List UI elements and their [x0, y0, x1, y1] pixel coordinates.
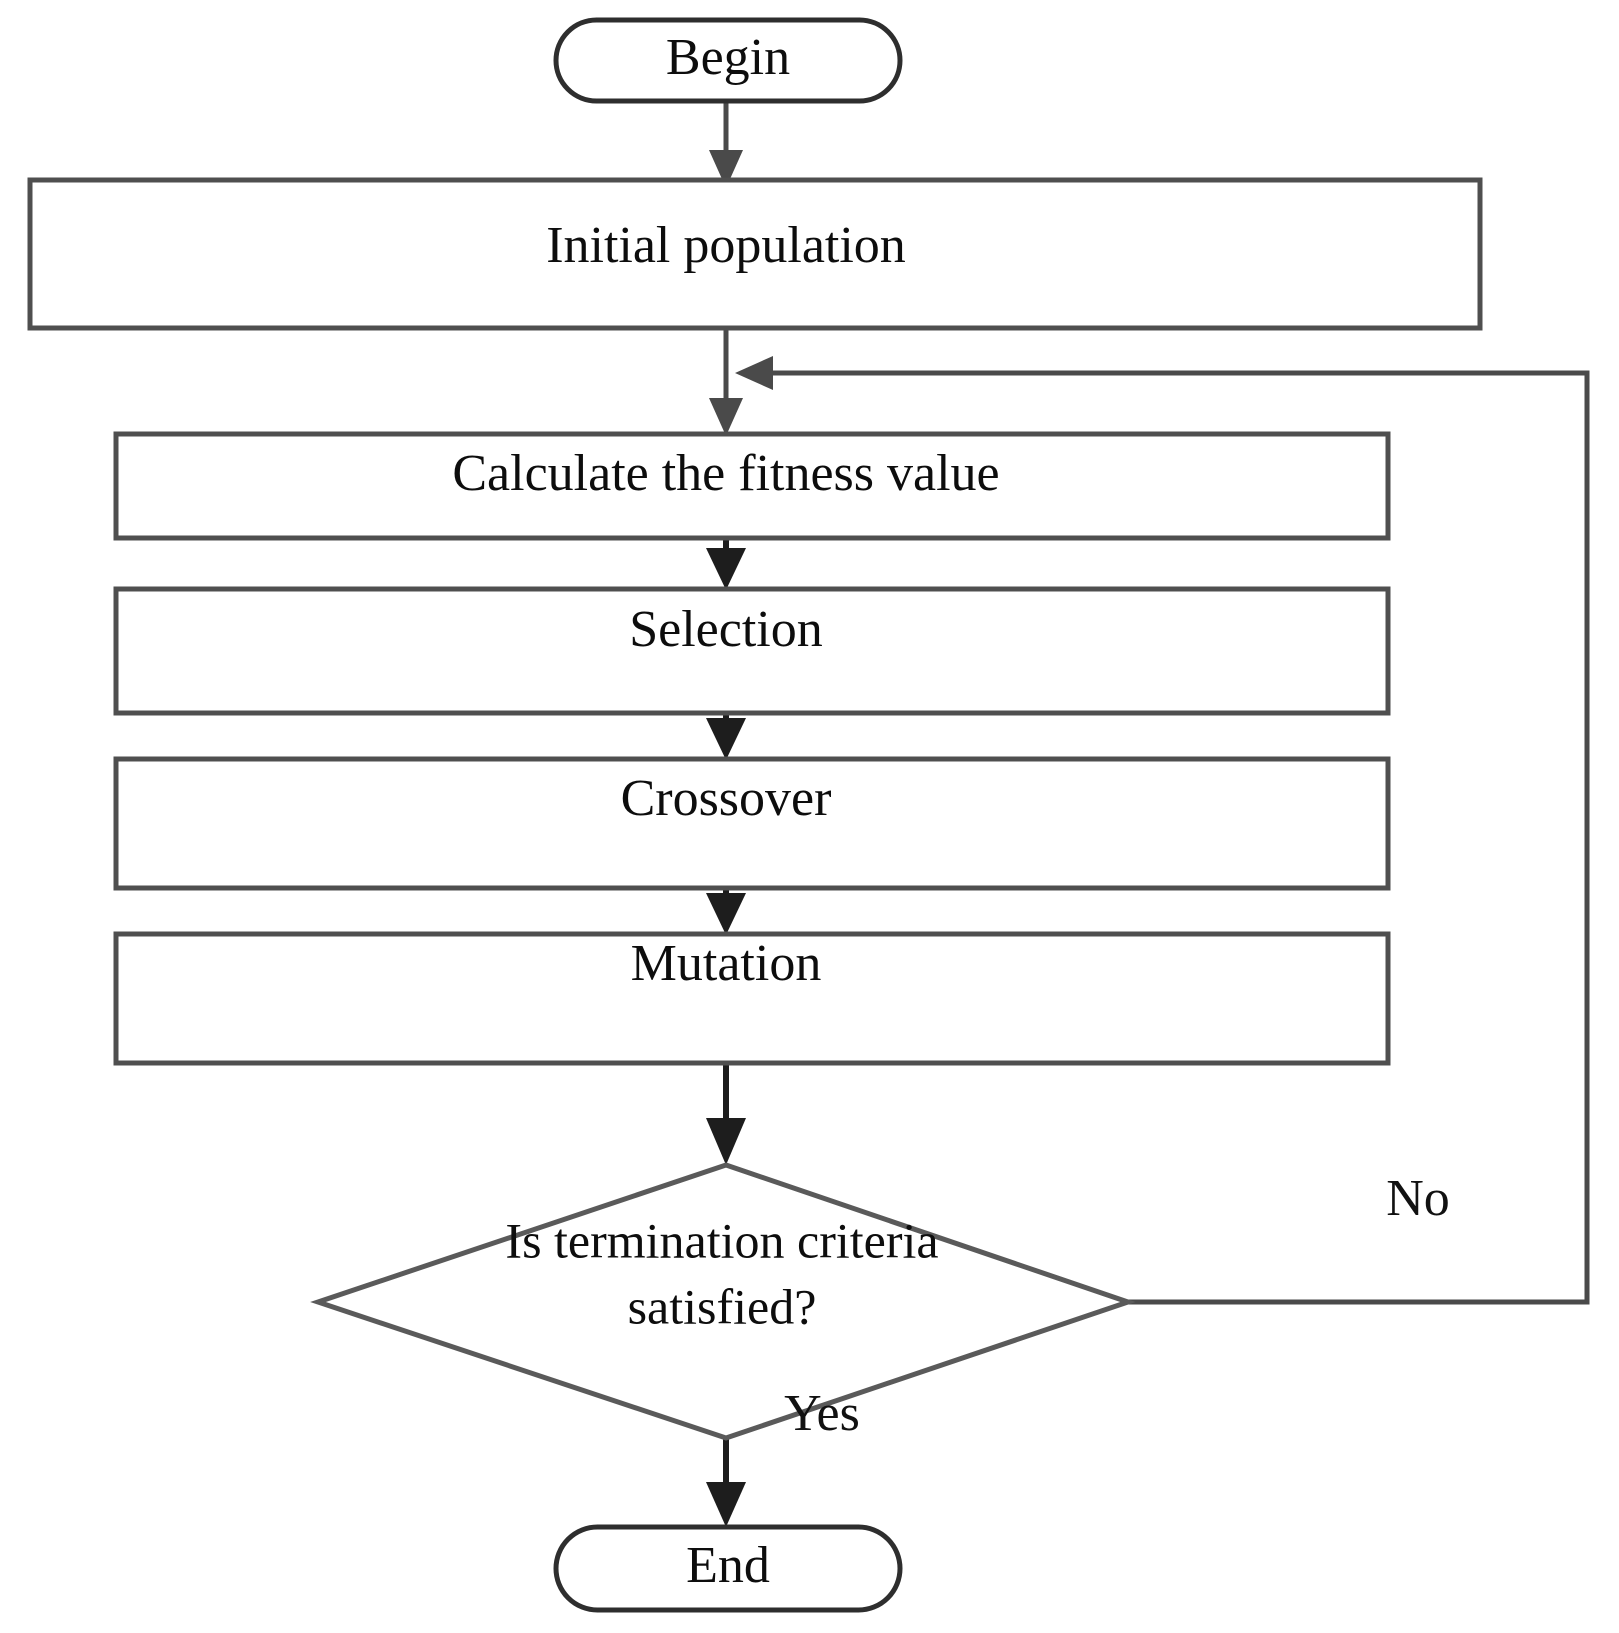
node-end[interactable]: End	[553, 1524, 903, 1613]
node-selection[interactable]: Selection	[113, 586, 1391, 716]
node-begin[interactable]: Begin	[553, 17, 903, 104]
node-mutation[interactable]: Mutation	[113, 931, 1391, 1066]
edge-label-no: No	[1386, 1170, 1450, 1227]
edge-label-yes: Yes	[784, 1385, 860, 1442]
node-begin-label: Begin	[666, 29, 790, 86]
edge-initial-population-to-fitness	[709, 328, 743, 436]
node-end-label: End	[686, 1537, 770, 1594]
node-selection-label: Selection	[629, 601, 823, 658]
edge-decision-to-end-yes	[706, 1438, 746, 1527]
edge-begin-to-initial-population	[709, 101, 743, 188]
node-decision-label-line1: Is termination criteria	[505, 1212, 938, 1268]
node-crossover-label: Crossover	[621, 770, 832, 827]
node-decision-termination[interactable]: Is termination criteria satisfied?	[310, 1162, 1136, 1441]
edge-mutation-to-decision	[706, 1063, 746, 1165]
edge-crossover-to-mutation	[706, 888, 746, 935]
node-initial-population[interactable]: Initial population	[27, 177, 1483, 331]
edge-selection-to-crossover	[706, 713, 746, 760]
node-initial-population-label: Initial population	[546, 217, 906, 274]
node-calculate-fitness[interactable]: Calculate the fitness value	[113, 431, 1391, 541]
edge-fitness-to-selection	[706, 537, 746, 590]
node-decision-label-line2: satisfied?	[628, 1278, 817, 1334]
node-calculate-fitness-label: Calculate the fitness value	[452, 445, 999, 502]
node-crossover[interactable]: Crossover	[113, 756, 1391, 891]
edge-decision-no-loop	[735, 356, 1590, 1305]
node-mutation-label: Mutation	[631, 935, 822, 992]
